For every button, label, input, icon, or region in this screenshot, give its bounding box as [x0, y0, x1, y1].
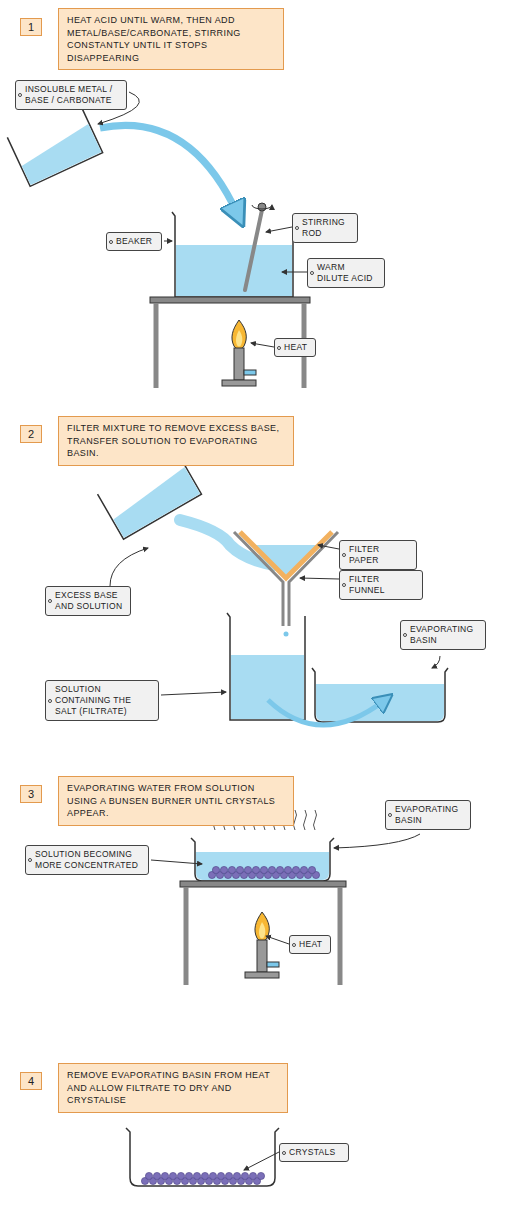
- label-text: SOLUTION CONTAINING THE SALT (FILTRATE): [55, 684, 153, 717]
- callout-label: SOLUTION BECOMING MORE CONCENTRATED: [25, 845, 149, 875]
- step-number-text: 3: [25, 788, 37, 800]
- tag-hole: [28, 858, 32, 862]
- step-number: 2: [20, 425, 42, 443]
- beaker-2: [227, 613, 305, 720]
- filter-funnel: [234, 532, 338, 637]
- instruction-box: REMOVE EVAPORATING BASIN FROM HEAT AND A…: [58, 1063, 288, 1113]
- tag-hole: [277, 346, 281, 350]
- tripod-3: [180, 881, 346, 985]
- label-text: FILTER PAPER: [349, 544, 411, 566]
- tripod-1: [150, 297, 310, 388]
- callout-label: HEAT: [289, 935, 331, 954]
- label-text: EVAPORATING BASIN: [395, 804, 465, 826]
- label-text: CRYSTALS: [289, 1147, 343, 1158]
- tag-hole: [342, 583, 346, 587]
- callout-label: HEAT: [274, 338, 316, 357]
- callout-label: CRYSTALS: [279, 1143, 349, 1162]
- tag-hole: [403, 633, 407, 637]
- step-number: 3: [20, 785, 42, 803]
- label-text: BEAKER: [116, 236, 156, 247]
- instruction-text: REMOVE EVAPORATING BASIN FROM HEAT AND A…: [67, 1069, 279, 1107]
- evaporating-basin-2: [268, 668, 448, 725]
- label-text: EVAPORATING BASIN: [410, 624, 480, 646]
- label-text: WARM DILUTE ACID: [317, 262, 379, 284]
- callout-label: EVAPORATING BASIN: [400, 620, 486, 650]
- step-number-text: 1: [25, 21, 37, 33]
- tag-hole: [48, 599, 52, 603]
- beaker-1: [172, 203, 293, 297]
- label-text: STIRRING ROD: [302, 217, 352, 239]
- callout-label: EVAPORATING BASIN: [385, 800, 471, 830]
- tag-hole: [342, 553, 346, 557]
- callout-label: EXCESS BASE AND SOLUTION: [45, 586, 131, 616]
- tag-hole: [295, 226, 299, 230]
- tag-hole: [292, 943, 296, 947]
- callout-label: WARM DILUTE ACID: [307, 258, 385, 288]
- label-text: EXCESS BASE AND SOLUTION: [55, 590, 125, 612]
- step-number: 4: [20, 1072, 42, 1090]
- label-text: HEAT: [284, 342, 310, 353]
- instruction-text: FILTER MIXTURE TO REMOVE EXCESS BASE, TR…: [67, 422, 285, 460]
- callout-label: STIRRING ROD: [292, 213, 358, 243]
- callout-label: BEAKER: [106, 232, 162, 251]
- tag-hole: [310, 271, 314, 275]
- instruction-text: EVAPORATING WATER FROM SOLUTION USING A …: [67, 782, 285, 820]
- step-number: 1: [20, 18, 42, 36]
- evaporating-basin-3: [191, 838, 334, 881]
- step-number-text: 4: [25, 1075, 37, 1087]
- tag-hole: [282, 1151, 286, 1155]
- instruction-box: HEAT ACID UNTIL WARM, THEN ADD METAL/BAS…: [58, 8, 284, 70]
- callout-label: FILTER PAPER: [339, 540, 417, 570]
- tag-hole: [388, 813, 392, 817]
- tag-hole: [109, 240, 113, 244]
- step-number-text: 2: [25, 428, 37, 440]
- leader-lines: [98, 92, 440, 1170]
- callout-label: INSOLUBLE METAL / BASE / CARBONATE: [15, 80, 127, 110]
- instruction-box: FILTER MIXTURE TO REMOVE EXCESS BASE, TR…: [58, 416, 294, 466]
- callout-label: FILTER FUNNEL: [339, 570, 423, 600]
- pouring-beaker-1: [7, 104, 238, 215]
- instruction-text: HEAT ACID UNTIL WARM, THEN ADD METAL/BAS…: [67, 14, 275, 64]
- callout-label: SOLUTION CONTAINING THE SALT (FILTRATE): [45, 680, 159, 721]
- label-text: HEAT: [299, 939, 325, 950]
- instruction-box: EVAPORATING WATER FROM SOLUTION USING A …: [58, 776, 294, 826]
- label-text: SOLUTION BECOMING MORE CONCENTRATED: [35, 849, 143, 871]
- label-text: INSOLUBLE METAL / BASE / CARBONATE: [25, 84, 121, 106]
- tag-hole: [48, 699, 52, 703]
- label-text: FILTER FUNNEL: [349, 574, 417, 596]
- tag-hole: [18, 93, 22, 97]
- evaporating-basin-4: [126, 1128, 279, 1186]
